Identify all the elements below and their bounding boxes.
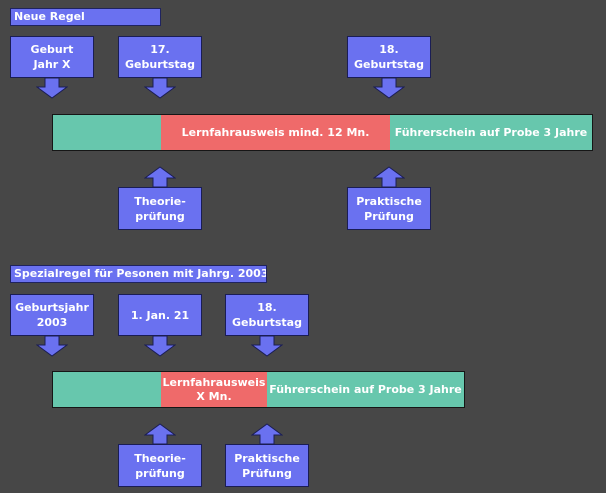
- arrow-down-icon: [144, 78, 176, 99]
- segment-fuehrerschein-probe-2: Führerschein auf Probe 3 Jahre: [267, 372, 464, 407]
- callout-18-geburtstag: 18. Geburtstag: [347, 36, 431, 78]
- arrow-down-icon: [373, 78, 405, 99]
- callout-geburt-jahr-x: Geburt Jahr X: [10, 36, 94, 78]
- segment-lernfahrausweis-2: Lernfahrausweis X Mn.: [161, 372, 267, 407]
- arrow-up-icon: [144, 166, 176, 187]
- timeline-bar: Lernfahrausweis mind. 12 Mn. Führerschei…: [52, 114, 593, 151]
- segment-lernfahrausweis: Lernfahrausweis mind. 12 Mn.: [161, 115, 390, 150]
- arrow-up-icon: [373, 166, 405, 187]
- callout-theoriepruefung: Theorie- prüfung: [118, 187, 202, 230]
- callout-praktische-pruefung-2: Praktische Prüfung: [225, 444, 309, 487]
- segment-birth-to-17: [53, 115, 161, 150]
- arrow-up-icon: [251, 423, 283, 444]
- callout-geburtsjahr-2003: Geburtsjahr 2003: [10, 294, 94, 336]
- section-title-neue-regel: Neue Regel: [10, 8, 161, 26]
- arrow-down-icon: [251, 336, 283, 357]
- timeline-bar-2: Lernfahrausweis X Mn. Führerschein auf P…: [52, 371, 465, 408]
- section-title-spezialregel: Spezialregel für Pesonen mit Jahrg. 2003: [10, 265, 267, 283]
- arrow-up-icon: [144, 423, 176, 444]
- callout-praktische-pruefung: Praktische Prüfung: [347, 187, 431, 230]
- callout-1-jan-21: 1. Jan. 21: [118, 294, 202, 336]
- callout-theoriepruefung-2: Theorie- prüfung: [118, 444, 202, 487]
- arrow-down-icon: [36, 78, 68, 99]
- segment-birth-to-jan21: [53, 372, 161, 407]
- segment-fuehrerschein-probe: Führerschein auf Probe 3 Jahre: [390, 115, 592, 150]
- callout-17-geburtstag: 17. Geburtstag: [118, 36, 202, 78]
- callout-18-geburtstag-2: 18. Geburtstag: [225, 294, 309, 336]
- arrow-down-icon: [144, 336, 176, 357]
- arrow-down-icon: [36, 336, 68, 357]
